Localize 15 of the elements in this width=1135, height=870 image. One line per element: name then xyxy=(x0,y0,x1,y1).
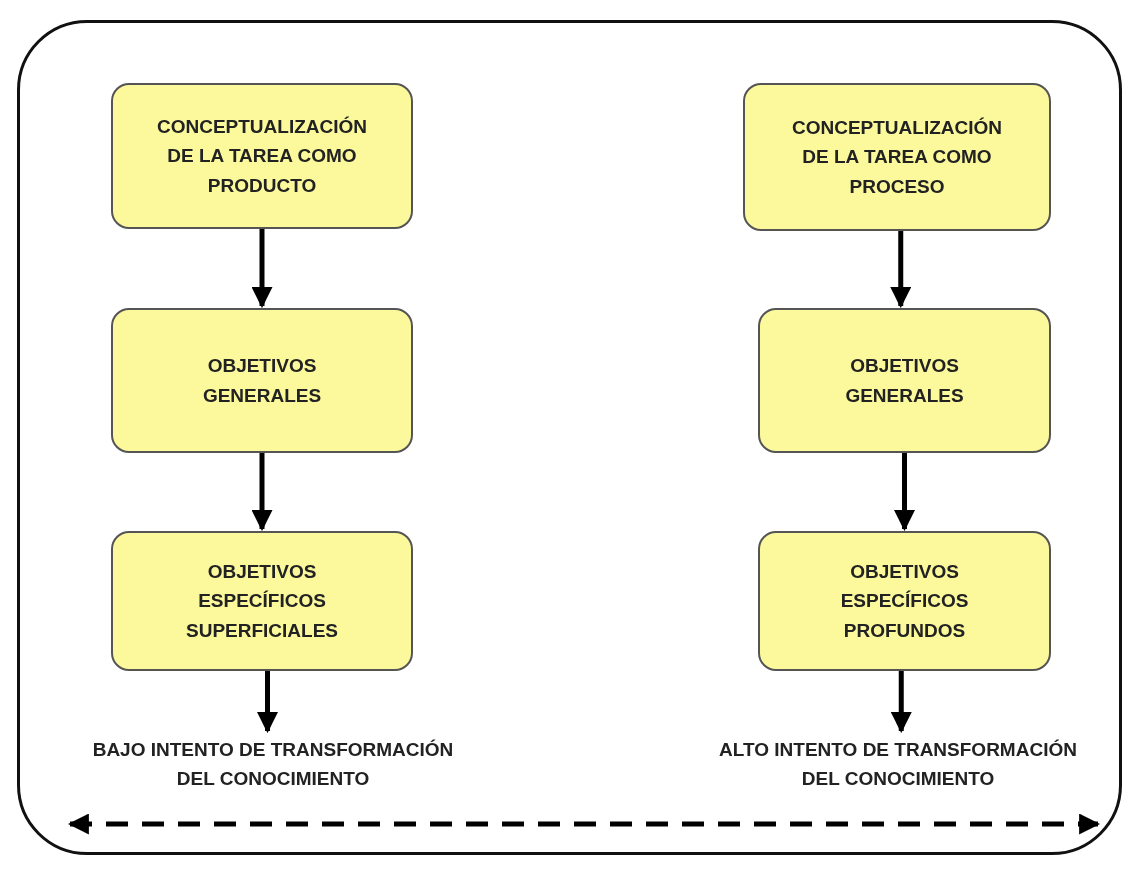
arrow xyxy=(894,453,915,532)
panel-background xyxy=(17,20,1122,855)
process-box: CONCEPTUALIZACIÓN DE LA TAREA COMO PROCESO xyxy=(743,83,1051,231)
arrow xyxy=(890,231,912,309)
process-box: OBJETIVOS ESPECÍFICOS PROFUNDOS xyxy=(758,531,1051,671)
process-box: OBJETIVOS ESPECÍFICOS SUPERFICIALES xyxy=(111,531,413,671)
arrow xyxy=(251,229,273,309)
outcome-text: ALTO INTENTO DE TRANSFORMACIÓN DEL CONOCIMIENTO xyxy=(718,737,1078,791)
arrow xyxy=(257,671,278,734)
process-box: CONCEPTUALIZACIÓN DE LA TAREA COMO PRODUCTO xyxy=(111,83,413,229)
process-box: OBJETIVOS GENERALES xyxy=(758,308,1051,453)
outcome-text: BAJO INTENTO DE TRANSFORMACIÓN DEL CONOCIMIENTO xyxy=(91,737,455,791)
arrow xyxy=(251,453,273,532)
arrow xyxy=(890,671,912,734)
process-box: OBJETIVOS GENERALES xyxy=(111,308,413,453)
